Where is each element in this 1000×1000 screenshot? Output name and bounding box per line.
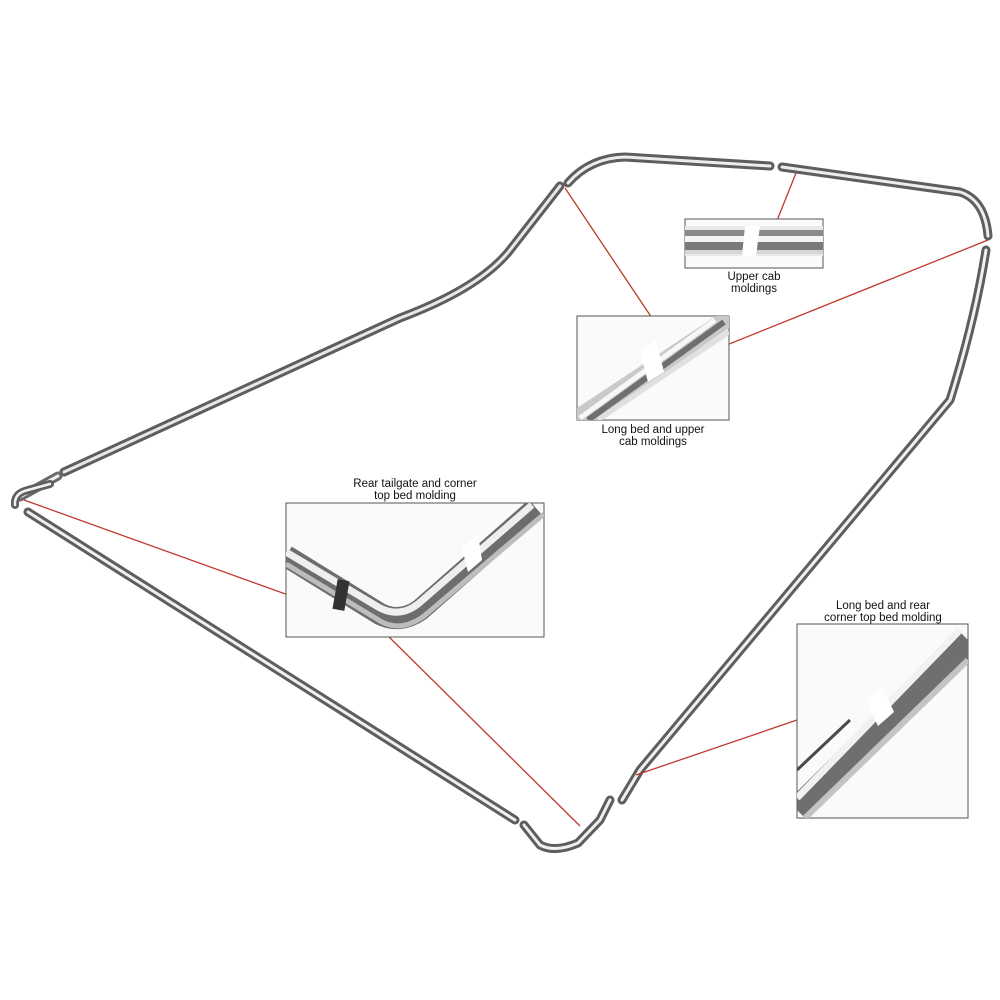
caption-long-bed-upper-cab: Long bed and upper cab moldings (583, 424, 723, 448)
caption-line: cab moldings (619, 436, 687, 448)
caption-long-bed-rear-corner: Long bed and rear corner top bed molding (808, 600, 958, 624)
caption-rear-tailgate: Rear tailgate and corner top bed molding (325, 478, 505, 502)
caption-line: moldings (730, 283, 778, 295)
inset-upper-cab (684, 218, 824, 269)
caption-upper-cab: Upper cab moldings (704, 271, 804, 295)
caption-line: top bed molding (374, 490, 456, 502)
inset-rear-tailgate (285, 502, 545, 638)
caption-line: Long bed and upper (601, 424, 705, 436)
leader-tailgate-b (379, 627, 581, 827)
caption-line: Upper cab (727, 271, 781, 283)
inset-long-bed-upper-cab (576, 315, 730, 421)
caption-line: corner top bed molding (824, 612, 942, 624)
molding-assembly (10, 152, 993, 853)
caption-line: Rear tailgate and corner (353, 478, 477, 490)
caption-line: Long bed and rear (836, 600, 930, 612)
inset-long-bed-rear-corner (796, 623, 969, 819)
left-bed-molding (59, 181, 565, 477)
